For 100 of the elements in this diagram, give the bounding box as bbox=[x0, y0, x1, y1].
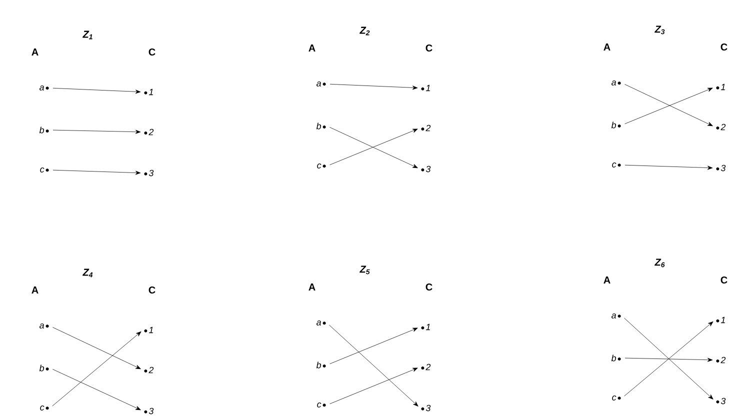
arrow bbox=[330, 368, 418, 404]
mapping-title: Z$_{4}$ bbox=[82, 268, 93, 278]
point: b bbox=[39, 364, 49, 372]
node-label: 2 bbox=[148, 366, 154, 374]
point: a bbox=[316, 320, 326, 326]
set-label: C bbox=[426, 283, 432, 291]
point: a bbox=[40, 86, 49, 90]
node-label: 1 bbox=[426, 84, 430, 92]
point: 1 bbox=[716, 316, 725, 324]
point: 2 bbox=[144, 128, 154, 136]
node-label: a bbox=[316, 82, 322, 86]
point: b bbox=[39, 126, 49, 134]
node-label: b bbox=[39, 126, 44, 134]
point: c bbox=[40, 168, 49, 172]
node-label: 2 bbox=[720, 356, 726, 364]
point: 1 bbox=[144, 88, 153, 96]
node-label: 1 bbox=[720, 84, 725, 90]
point: 3 bbox=[421, 166, 431, 172]
node-label: c bbox=[612, 162, 616, 168]
point: 3 bbox=[716, 398, 726, 404]
point: c bbox=[317, 402, 326, 408]
arrow bbox=[52, 327, 141, 370]
mapping-title: Z$_{5}$ bbox=[360, 266, 370, 274]
point: 1 bbox=[716, 84, 725, 90]
arrow bbox=[52, 331, 142, 406]
set-label: C bbox=[148, 286, 156, 294]
node-label: 3 bbox=[426, 404, 431, 412]
node-label: b bbox=[316, 122, 322, 130]
point: c bbox=[40, 406, 49, 410]
arrow bbox=[330, 328, 418, 364]
node-label: 3 bbox=[148, 170, 154, 176]
node-label: 3 bbox=[720, 398, 726, 404]
point: a bbox=[612, 314, 621, 318]
point: c bbox=[317, 164, 326, 168]
node-label: 2 bbox=[720, 124, 726, 130]
node-label: c bbox=[317, 164, 322, 168]
arrow bbox=[52, 170, 141, 175]
point: 3 bbox=[421, 404, 431, 412]
mapping-title: Z$_{1}$ bbox=[82, 30, 92, 40]
node-label: 3 bbox=[720, 164, 726, 172]
point: a bbox=[612, 80, 621, 86]
point: 2 bbox=[144, 366, 154, 374]
point: a bbox=[316, 82, 326, 86]
node-label: a bbox=[612, 80, 616, 86]
arrow bbox=[52, 88, 141, 94]
arrow bbox=[329, 324, 418, 406]
point: 2 bbox=[716, 124, 726, 130]
node-label: b bbox=[39, 364, 44, 372]
mapping-title: Z$_{3}$ bbox=[654, 26, 665, 34]
set-label: C bbox=[720, 276, 728, 284]
set-label: A bbox=[32, 286, 38, 294]
node-label: c bbox=[40, 406, 44, 410]
node-label: a bbox=[612, 314, 616, 318]
point: 2 bbox=[421, 364, 431, 370]
point: 2 bbox=[421, 124, 431, 132]
point: b bbox=[316, 362, 326, 368]
point: 1 bbox=[421, 84, 430, 92]
point: c bbox=[612, 162, 621, 168]
point: 1 bbox=[421, 324, 430, 330]
arrow bbox=[52, 130, 141, 134]
set-label: A bbox=[604, 44, 610, 50]
point: b bbox=[611, 122, 621, 128]
node-label: a bbox=[40, 324, 44, 328]
node-label: 1 bbox=[426, 324, 430, 330]
point: 3 bbox=[144, 170, 154, 176]
point: b bbox=[611, 354, 621, 362]
node-label: b bbox=[611, 354, 616, 362]
set-label: C bbox=[148, 48, 156, 56]
set-label: A bbox=[308, 284, 316, 290]
node-label: 2 bbox=[148, 128, 154, 136]
node-label: 3 bbox=[148, 408, 154, 414]
node-label: 1 bbox=[148, 326, 153, 334]
node-label: c bbox=[40, 168, 44, 172]
point: 1 bbox=[144, 326, 153, 334]
mapping-title: Z$_{2}$ bbox=[360, 26, 370, 36]
node-label: a bbox=[40, 86, 44, 90]
arrow bbox=[624, 164, 713, 170]
arrow bbox=[624, 358, 713, 362]
node-label: 3 bbox=[426, 166, 431, 172]
node-label: c bbox=[317, 402, 322, 408]
point: 3 bbox=[716, 164, 726, 172]
node-label: c bbox=[612, 396, 616, 400]
set-label: A bbox=[32, 48, 38, 56]
point: c bbox=[612, 396, 621, 400]
node-label: a bbox=[316, 320, 322, 326]
point: b bbox=[316, 122, 326, 130]
node-label: 2 bbox=[426, 124, 431, 132]
node-label: 1 bbox=[148, 88, 153, 96]
mapping-title: Z$_{6}$ bbox=[654, 258, 665, 268]
arrow bbox=[330, 84, 418, 90]
arrow bbox=[52, 369, 141, 410]
set-label: A bbox=[308, 44, 316, 52]
set-label: A bbox=[604, 276, 610, 284]
set-label: C bbox=[720, 43, 728, 51]
point: a bbox=[40, 324, 49, 328]
node-label: 1 bbox=[720, 316, 725, 324]
node-label: 2 bbox=[426, 364, 431, 370]
set-label: C bbox=[426, 44, 432, 52]
node-label: b bbox=[316, 362, 322, 368]
point: 3 bbox=[144, 408, 154, 414]
